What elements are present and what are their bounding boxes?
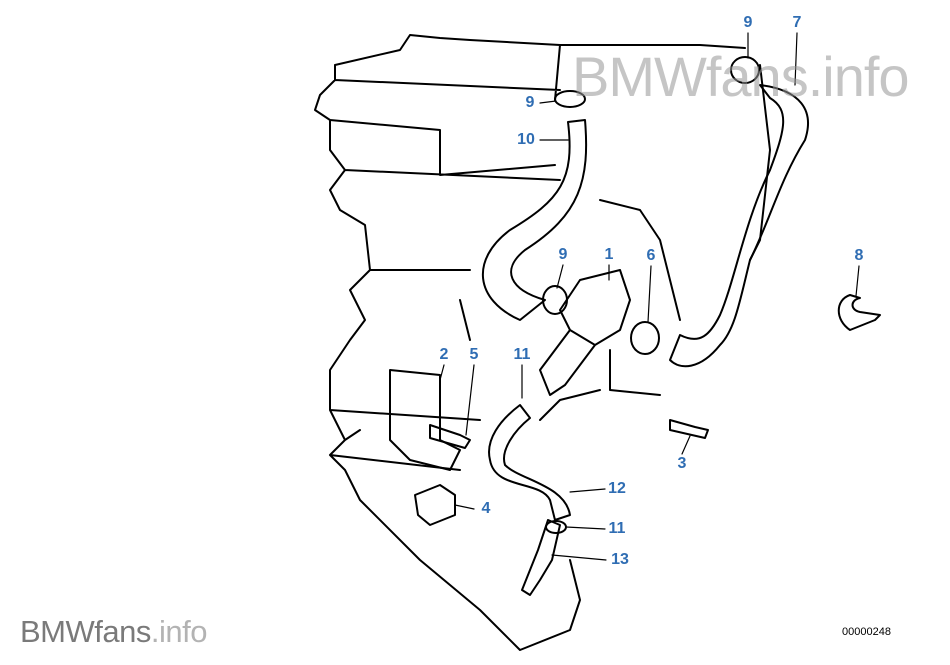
callout-2[interactable]: 2: [439, 346, 449, 363]
watermark: BMWfans.info: [572, 45, 910, 108]
bracket-2: [389, 369, 461, 471]
callout-11[interactable]: 11: [608, 520, 626, 537]
callout-6[interactable]: 6: [646, 247, 656, 264]
valve-1: [539, 269, 631, 396]
engine-block-outline: [314, 34, 771, 651]
logo-suffix: .info: [150, 614, 208, 649]
logo-brand: BMWfans: [20, 614, 151, 649]
callout-4[interactable]: 4: [481, 500, 491, 517]
callout-3[interactable]: 3: [677, 455, 687, 472]
clamp-9-top-right: [730, 56, 760, 84]
bolt-3: [669, 419, 709, 439]
sensor-13: [521, 519, 561, 596]
clamp-6: [630, 321, 660, 355]
clamp-8: [837, 294, 881, 331]
hose-12: [488, 404, 571, 521]
callout-13[interactable]: 13: [611, 551, 629, 568]
clamp-9-top-left: [554, 90, 586, 108]
callout-5[interactable]: 5: [469, 346, 479, 363]
site-logo: BMWfans.info: [20, 614, 207, 650]
leader-lines: [439, 32, 860, 561]
callout-9[interactable]: 9: [525, 94, 535, 111]
callout-10[interactable]: 10: [517, 131, 535, 148]
hose-7: [669, 84, 809, 368]
diagram-number: 00000248: [842, 626, 891, 638]
clamp-9-middle: [542, 285, 568, 315]
callout-9[interactable]: 9: [558, 246, 568, 263]
callout-1[interactable]: 1: [604, 246, 614, 263]
callout-9[interactable]: 9: [743, 14, 753, 31]
clip-4: [414, 484, 456, 526]
callout-12[interactable]: 12: [608, 480, 626, 497]
bolt-5: [429, 424, 471, 449]
callout-7[interactable]: 7: [792, 14, 802, 31]
hose-10: [482, 119, 588, 321]
callout-11[interactable]: 11: [513, 346, 531, 363]
callout-8[interactable]: 8: [854, 247, 864, 264]
